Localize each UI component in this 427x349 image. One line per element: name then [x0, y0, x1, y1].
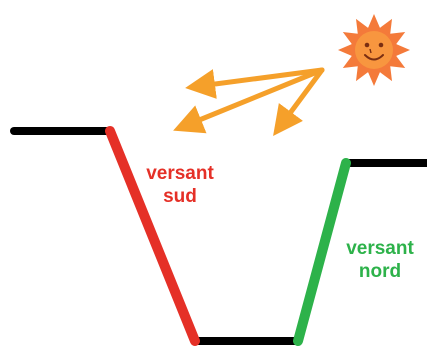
south-slope-label-line1: versant — [146, 163, 214, 184]
arrow-icon — [173, 67, 325, 137]
north-slope-label-line1: versant — [346, 238, 414, 259]
north-slope-line — [293, 158, 351, 346]
north-slope-label-line2: nord — [358, 261, 402, 282]
south-slope-label: versant sud — [125, 162, 235, 208]
smiling-sun-icon — [338, 14, 410, 86]
south-slope-line — [105, 126, 200, 346]
south-slope-label-line2: sud — [163, 186, 197, 207]
north-slope-label: versant nord — [325, 237, 427, 283]
